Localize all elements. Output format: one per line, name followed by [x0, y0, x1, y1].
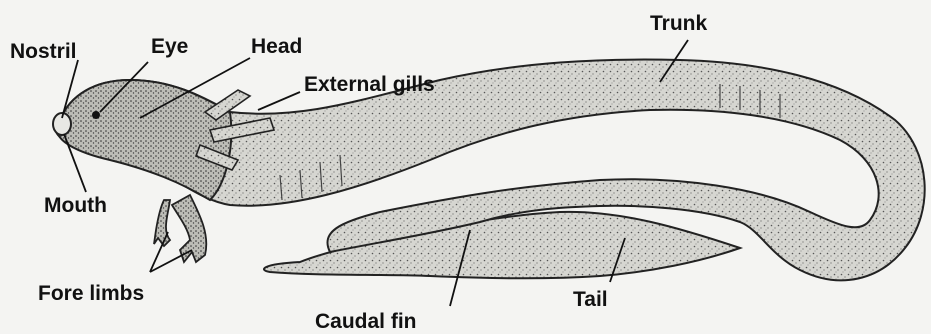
- label-eye: Eye: [151, 35, 188, 58]
- label-trunk: Trunk: [650, 12, 707, 35]
- label-caudal-fin: Caudal fin: [315, 310, 417, 333]
- label-tail: Tail: [573, 288, 608, 311]
- fore-limb-shape-2: [154, 200, 170, 246]
- eye-shape: [92, 111, 100, 119]
- label-mouth: Mouth: [44, 194, 107, 217]
- head-shape: [58, 80, 231, 200]
- pointer-external-gills: [258, 92, 300, 110]
- label-fore-limbs: Fore limbs: [38, 282, 144, 305]
- label-external-gills: External gills: [304, 73, 435, 96]
- label-head: Head: [251, 35, 302, 58]
- label-nostril: Nostril: [10, 40, 77, 63]
